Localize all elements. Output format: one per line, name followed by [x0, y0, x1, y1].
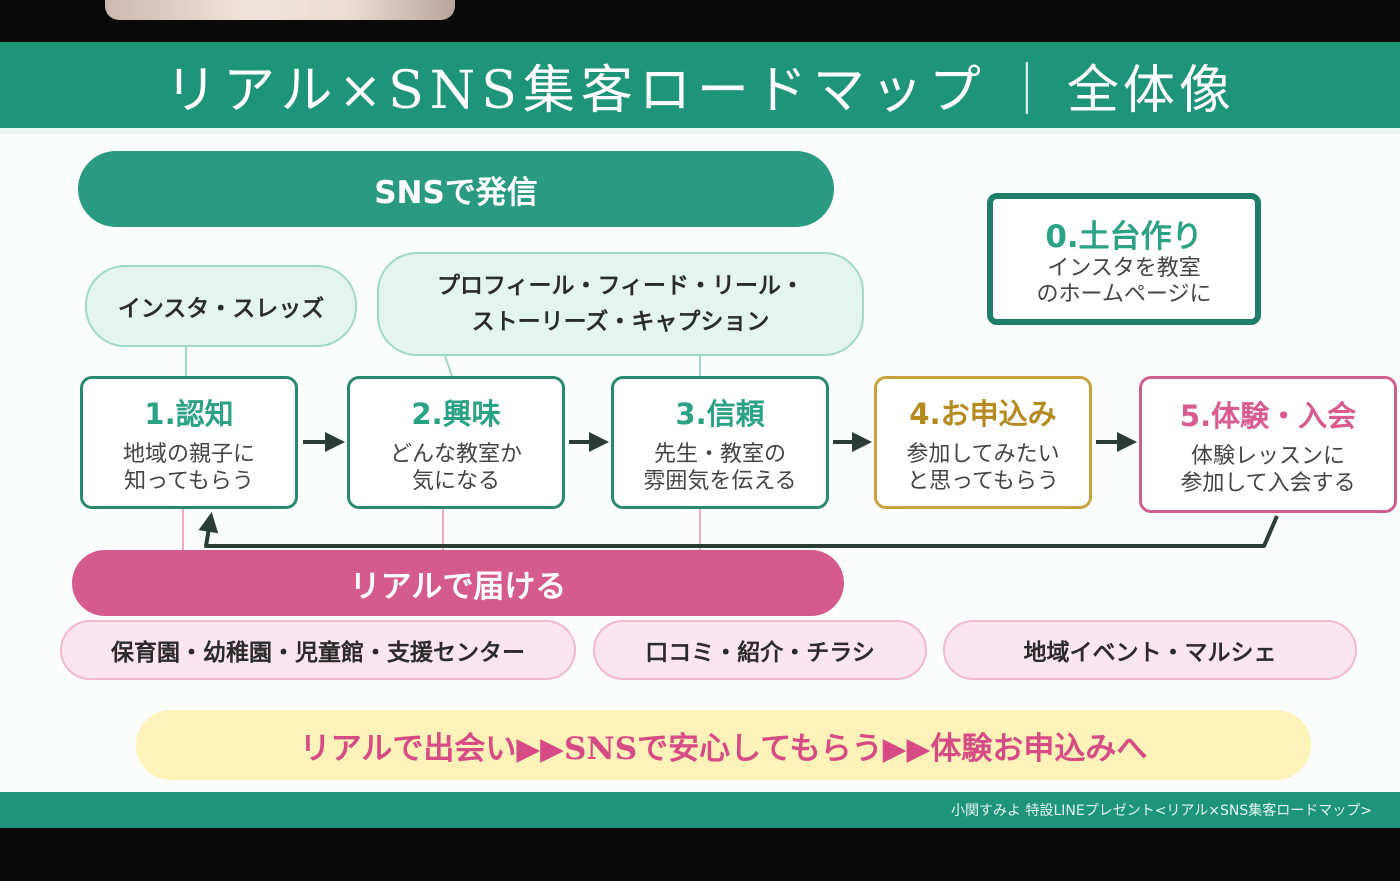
title-band: リアル×SNS集客ロードマップ ｜ 全体像	[0, 42, 1400, 134]
step-desc: 体験レッスンに 参加して入会する	[1180, 443, 1356, 496]
step-title: 3.信頼	[675, 396, 765, 431]
step-title: 1.認知	[144, 396, 234, 431]
step-interest: 2.興味 どんな教室か 気になる	[347, 376, 565, 509]
sns-tag-line: プロフィール・フィード・リール・	[436, 273, 805, 299]
real-tag-local-events: 地域イベント・マルシェ	[943, 620, 1357, 680]
step-application: 4.お申込み 参加してみたい と思ってもらう	[874, 376, 1092, 509]
presenter-video-thumbnail	[105, 0, 455, 20]
real-tag-facilities: 保育園・幼稚園・児童館・支援センター	[60, 620, 576, 680]
slide: リアル×SNS集客ロードマップ ｜ 全体像 SNSで発信 インスタ・スレッズ プ…	[0, 42, 1400, 828]
step-desc: 先生・教室の 雰囲気を伝える	[643, 441, 797, 494]
title-separator: ｜	[1000, 60, 1053, 121]
sns-tag-line: インスタ・スレッズ	[117, 296, 325, 322]
step-title: 4.お申込み	[909, 396, 1057, 431]
step-awareness: 1.認知 地域の親子に 知ってもらう	[80, 376, 298, 509]
foundation-title: 0.土台作り	[1045, 218, 1203, 255]
real-band: リアルで届ける	[72, 550, 844, 616]
sns-tag-insta-threads: インスタ・スレッズ	[85, 265, 357, 347]
step-trial-join: 5.体験・入会 体験レッスンに 参加して入会する	[1139, 376, 1397, 513]
step-trust: 3.信頼 先生・教室の 雰囲気を伝える	[611, 376, 829, 509]
footer-band: 小関すみよ 特設LINEプレゼント<リアル×SNS集客ロードマップ>	[0, 792, 1400, 828]
foundation-desc: インスタを教室 のホームページに	[1036, 255, 1212, 307]
sns-tag-line: ストーリーズ・キャプション	[471, 309, 770, 335]
connector-tag2-step2	[444, 355, 453, 377]
summary-banner: リアルで出会い▶▶SNSで安心してもらう▶▶体験お申込みへ	[136, 710, 1311, 780]
arrow-loop-back	[198, 512, 1279, 548]
foundation-box: 0.土台作り インスタを教室 のホームページに	[987, 193, 1261, 325]
step-desc: 参加してみたい と思ってもらう	[906, 441, 1060, 494]
step-title: 5.体験・入会	[1179, 398, 1357, 433]
sns-band: SNSで発信	[78, 151, 834, 227]
real-tag-word-of-mouth: 口コミ・紹介・チラシ	[593, 620, 927, 680]
step-title: 2.興味	[411, 396, 501, 431]
step-desc: どんな教室か 気になる	[389, 441, 522, 494]
slide-title: リアル×SNS集客ロードマップ	[165, 60, 987, 121]
footer-credit: 小関すみよ 特設LINEプレゼント<リアル×SNS集客ロードマップ>	[951, 803, 1372, 819]
sns-tag-post-types: プロフィール・フィード・リール・ ストーリーズ・キャプション	[377, 252, 864, 356]
slide-subtitle: 全体像	[1066, 60, 1235, 121]
bottom-black-strip	[0, 828, 1400, 881]
step-desc: 地域の親子に 知ってもらう	[122, 441, 255, 494]
